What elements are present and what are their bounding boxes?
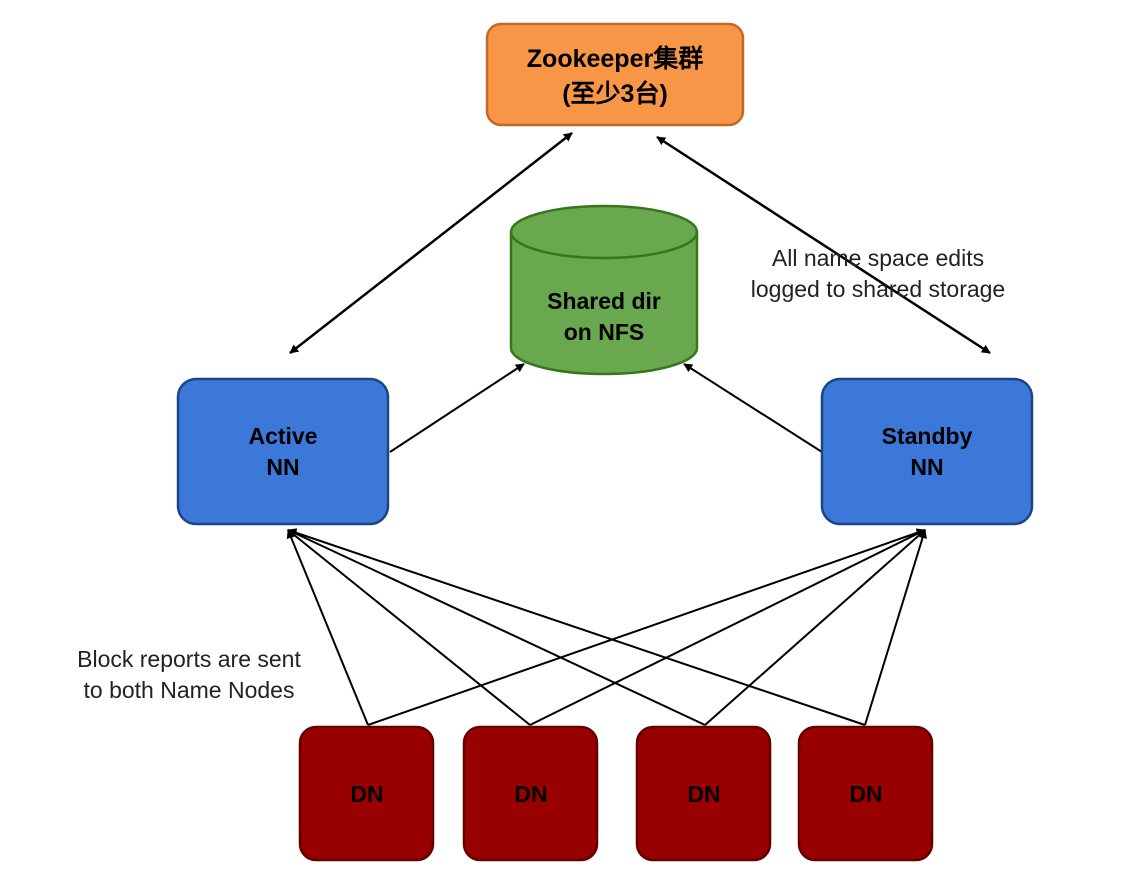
edges: [286, 132, 991, 726]
datanode-2[interactable]: DN: [462, 725, 599, 862]
edge-active-nn-shared-dir: [389, 363, 525, 453]
shared-dir-label-line1: Shared dir: [547, 288, 661, 314]
shared-dir-cylinder-top: [509, 204, 699, 260]
active-namenode-label-line2: NN: [266, 454, 299, 480]
datanode-2-label: DN: [514, 781, 547, 807]
zookeeper-label-line2: (至少3台): [562, 79, 668, 108]
standby-namenode-box: [820, 377, 1034, 526]
shared-dir-cylinder-body: [509, 232, 699, 376]
edge-dn2-standby-nn: [529, 529, 926, 726]
datanode-1-box: [298, 725, 435, 862]
standby-namenode-label-line1: Standby: [882, 423, 973, 449]
edge-dn1-active-nn: [286, 529, 369, 726]
active-namenode[interactable]: Active NN: [176, 377, 390, 526]
block-reports-annotation-line2: to both Name Nodes: [84, 677, 295, 703]
datanode-1[interactable]: DN: [298, 725, 435, 862]
active-namenode-box: [176, 377, 390, 526]
zookeeper-box: [485, 22, 745, 127]
shared-dir-node[interactable]: Shared dir on NFS: [509, 204, 699, 376]
edits-annotation-line2: logged to shared storage: [751, 276, 1005, 302]
edge-dn3-active-nn: [287, 529, 706, 726]
edits-annotation: All name space edits logged to shared st…: [751, 245, 1005, 302]
edge-dn2-active-nn: [287, 529, 531, 726]
datanode-1-label: DN: [350, 781, 383, 807]
datanode-4-box: [797, 725, 934, 862]
edge-dn3-standby-nn: [704, 529, 926, 726]
edits-annotation-line1: All name space edits: [772, 245, 984, 271]
datanode-4-label: DN: [849, 781, 882, 807]
edge-zookeeper-standby-nn: [656, 135, 991, 355]
standby-namenode[interactable]: Standby NN: [820, 377, 1034, 526]
edge-dn4-active-nn: [287, 528, 866, 726]
datanode-3-box: [635, 725, 772, 862]
edge-standby-nn-shared-dir: [683, 363, 823, 453]
datanode-4[interactable]: DN: [797, 725, 934, 862]
edge-dn4-standby-nn: [864, 529, 927, 726]
datanode-2-box: [462, 725, 599, 862]
zookeeper-label-line1: Zookeeper集群: [527, 44, 703, 73]
zookeeper-cluster-node[interactable]: Zookeeper集群 (至少3台): [485, 22, 745, 127]
block-reports-annotation-line1: Block reports are sent: [77, 646, 301, 672]
edge-dn1-standby-nn: [367, 528, 926, 726]
datanode-3-label: DN: [687, 781, 720, 807]
standby-namenode-label-line2: NN: [910, 454, 943, 480]
datanode-3[interactable]: DN: [635, 725, 772, 862]
block-reports-annotation: Block reports are sent to both Name Node…: [77, 646, 301, 703]
shared-dir-label-line2: on NFS: [564, 319, 645, 345]
edge-zookeeper-active-nn: [289, 132, 573, 354]
active-namenode-label-line1: Active: [248, 423, 317, 449]
